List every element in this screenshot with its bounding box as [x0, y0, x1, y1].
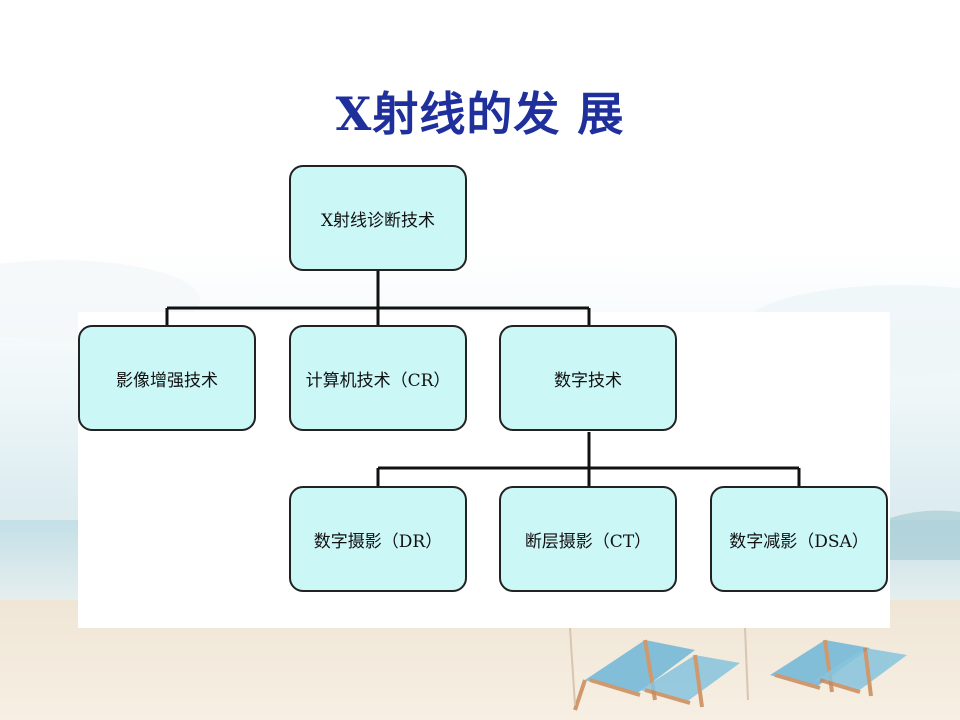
node-digital-subtraction[interactable]: 数字减影（DSA） [710, 486, 888, 592]
node-label: 计算机技术（CR） [305, 370, 451, 391]
beach-chair-icon [815, 647, 907, 697]
node-xray-diagnosis[interactable]: X射线诊断技术 [289, 165, 467, 271]
slide-title: X射线的发 展 [335, 87, 625, 141]
beach-chair-icon [640, 654, 740, 708]
node-label: 断层摄影（CT） [524, 531, 652, 552]
node-image-intensifier[interactable]: 影像增强技术 [78, 325, 256, 431]
node-label: 数字减影（DSA） [729, 531, 869, 552]
node-digital-technology[interactable]: 数字技术 [499, 325, 677, 431]
node-computed-radiography[interactable]: 计算机技术（CR） [289, 325, 467, 431]
node-computed-tomography[interactable]: 断层摄影（CT） [499, 486, 677, 592]
node-label: 数字摄影（DR） [313, 531, 443, 552]
node-label: X射线诊断技术 [320, 210, 436, 231]
node-digital-radiography[interactable]: 数字摄影（DR） [289, 486, 467, 592]
node-label: 影像增强技术 [116, 370, 218, 391]
node-label: 数字技术 [554, 370, 622, 391]
